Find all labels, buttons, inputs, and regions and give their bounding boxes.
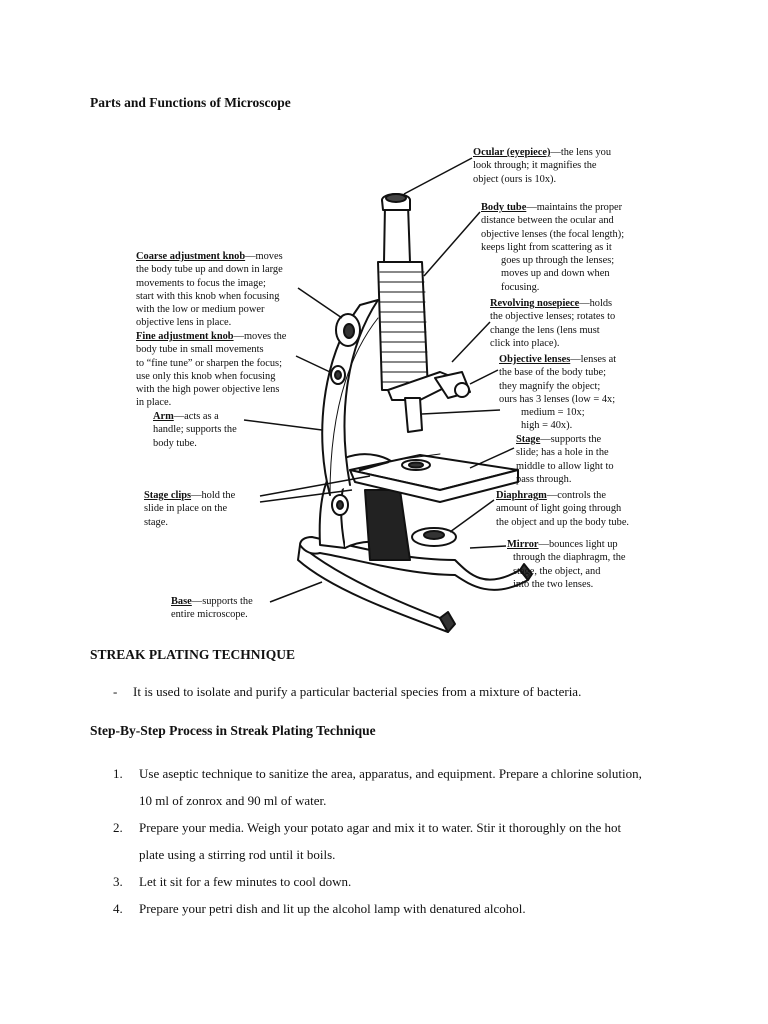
label-ocular: Ocular (eyepiece)—the lens you look thro… [473, 147, 612, 185]
bullet-item: -It is used to isolate and purify a part… [113, 684, 581, 700]
label-base: Base—supports the entire microscope. [171, 596, 253, 621]
label-coarse-adjustment-knob: Coarse adjustment knob—moves the body tu… [136, 251, 283, 329]
label-fine-adjustment-knob: Fine adjustment knob—moves the body tube… [136, 331, 287, 409]
bullet-text: It is used to isolate and purify a parti… [133, 684, 582, 699]
label-stage: Stage—supports the slide; has a hole in … [516, 434, 614, 485]
label-diaphragm: Diaphragm—controls the amount of light g… [496, 490, 630, 528]
steps-list: 1. Use aseptic technique to sanitize the… [113, 760, 713, 922]
label-body-tube: Body tube—maintains the proper distance … [481, 202, 625, 293]
microscope-diagram [243, 157, 533, 633]
label-arm: Arm—acts as a handle; supports the body … [153, 411, 237, 449]
label-stage-clips: Stage clips—hold the slide in place on t… [144, 490, 236, 528]
label-revolving-nosepiece: Revolving nosepiece—holds the objective … [490, 298, 616, 349]
step-item: 1. Use aseptic technique to sanitize the… [113, 766, 642, 808]
label-mirror: Mirror—bounces light up through the diap… [507, 539, 626, 590]
section-heading-step-by-step: Step-By-Step Process in Streak Plating T… [90, 723, 376, 738]
label-objective-lenses: Objective lenses—lenses at the base of t… [499, 354, 617, 432]
step-item: 3. Let it sit for a few minutes to cool … [113, 874, 352, 889]
page-title: Parts and Functions of Microscope [90, 95, 291, 110]
bullet-dash: - [113, 684, 118, 699]
step-item: 4. Prepare your petri dish and lit up th… [113, 901, 526, 916]
step-item: 2. Prepare your media. Weigh your potato… [113, 820, 622, 862]
section-heading-streak-plating: STREAK PLATING TECHNIQUE [90, 647, 296, 662]
